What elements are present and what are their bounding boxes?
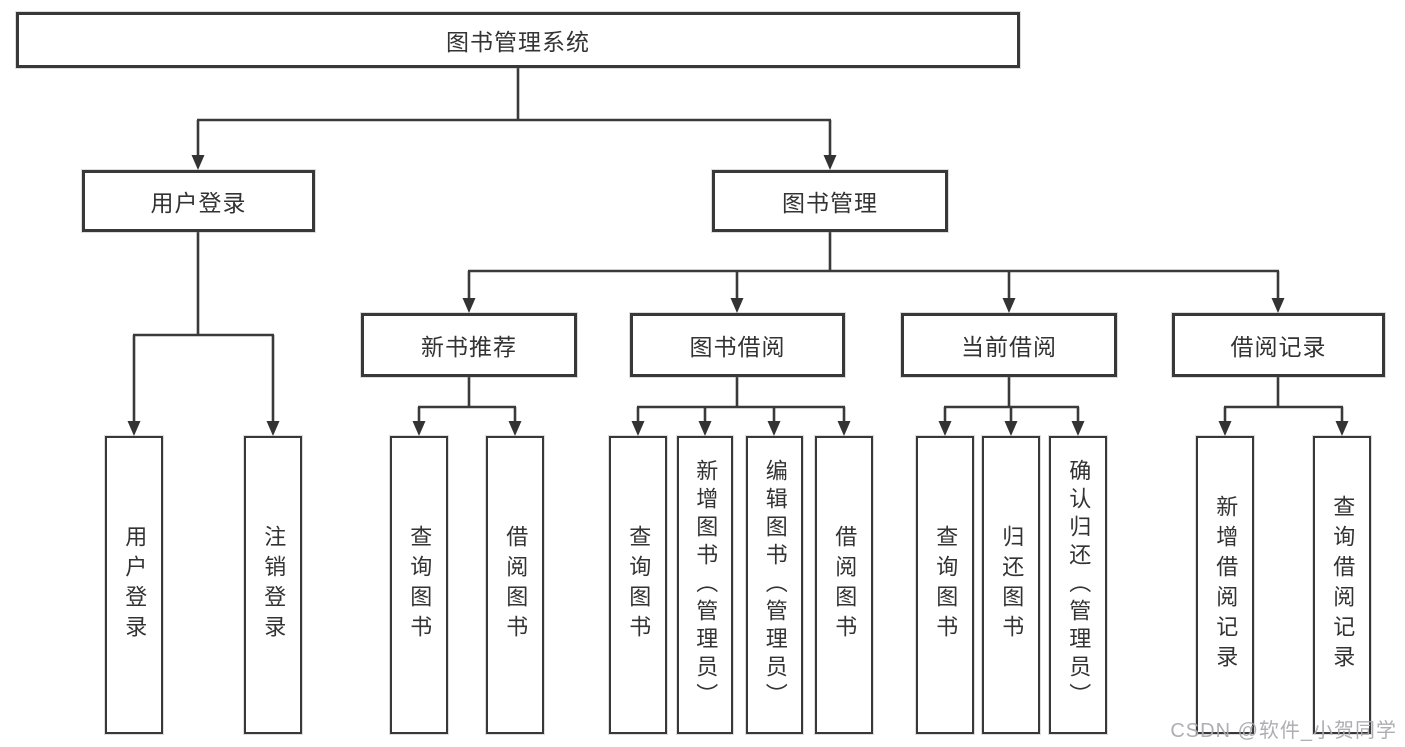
connector-root-to-level2 xyxy=(191,68,837,170)
node-label: 借阅记录 xyxy=(1230,334,1327,360)
node-label: 确认归还（管理员） xyxy=(1066,459,1092,711)
node-leaf-records-add-record: 新增借阅记录 xyxy=(1196,436,1254,734)
node-label: 查询图书 xyxy=(626,525,652,645)
arrowhead xyxy=(1071,421,1085,436)
node-label: 图书管理系统 xyxy=(446,29,590,55)
node-leaf-user-login: 用户登录 xyxy=(105,436,163,734)
node-leaf-recommend-borrow-books: 借阅图书 xyxy=(486,436,544,734)
arrowhead xyxy=(631,421,645,436)
csdn-watermark: CSDN @软件_小贺同学 xyxy=(1170,720,1397,742)
arrowhead xyxy=(127,421,141,436)
node-leaf-borrow-borrow-books: 借阅图书 xyxy=(815,436,873,734)
node-label: 新书推荐 xyxy=(421,334,517,360)
node-current-borrow: 当前借阅 xyxy=(901,313,1117,377)
node-leaf-borrow-query-books: 查询图书 xyxy=(609,436,667,734)
arrowhead xyxy=(412,421,426,436)
connector-new-book-recommend-children xyxy=(412,377,522,436)
arrowhead xyxy=(730,298,744,313)
connector-book-management-children xyxy=(462,232,1285,313)
node-leaf-recommend-query-books: 查询图书 xyxy=(390,436,448,734)
node-leaf-current-confirm-return-admin: 确认归还（管理员） xyxy=(1049,436,1107,734)
arrowhead xyxy=(1271,298,1285,313)
connector-borrow-records-children xyxy=(1218,377,1349,436)
node-label: 借阅图书 xyxy=(503,525,529,645)
node-leaf-current-query-books: 查询图书 xyxy=(916,436,974,734)
node-label: 图书管理 xyxy=(782,190,878,216)
arrowhead xyxy=(938,421,952,436)
arrowhead xyxy=(698,421,712,436)
node-label: 新增图书（管理员） xyxy=(693,459,719,711)
arrowhead xyxy=(1004,421,1018,436)
arrowhead xyxy=(508,421,522,436)
node-label: 借阅图书 xyxy=(832,525,858,645)
arrowhead xyxy=(1335,421,1349,436)
node-leaf-current-return-books: 归还图书 xyxy=(982,436,1040,734)
arrowhead xyxy=(462,298,476,313)
node-new-book-recommend: 新书推荐 xyxy=(361,313,577,377)
node-book-borrow: 图书借阅 xyxy=(630,313,845,377)
node-leaf-logout: 注销登录 xyxy=(244,436,302,734)
node-label: 查询图书 xyxy=(407,525,433,645)
node-label: 编辑图书（管理员） xyxy=(762,459,788,711)
connector-current-borrow-children xyxy=(938,377,1085,436)
node-library-management-system: 图书管理系统 xyxy=(16,12,1020,68)
node-borrow-records: 借阅记录 xyxy=(1172,313,1385,377)
arrowhead xyxy=(1002,298,1016,313)
node-user-login: 用户登录 xyxy=(82,170,315,232)
node-label: 用户登录 xyxy=(122,525,148,645)
node-label: 新增借阅记录 xyxy=(1213,495,1239,675)
connector-user-login-children xyxy=(127,232,280,436)
node-label: 图书借阅 xyxy=(689,334,786,360)
arrowhead xyxy=(837,421,851,436)
arrowhead xyxy=(266,421,280,436)
node-label: 当前借阅 xyxy=(961,334,1057,360)
arrowhead xyxy=(823,155,837,170)
node-label: 用户登录 xyxy=(150,190,247,216)
node-book-management: 图书管理 xyxy=(712,170,948,232)
node-label: 查询借阅记录 xyxy=(1330,495,1356,675)
node-label: 注销登录 xyxy=(261,525,287,645)
arrowhead xyxy=(767,421,781,436)
arrowhead xyxy=(1218,421,1232,436)
node-label: 查询图书 xyxy=(933,525,959,645)
node-leaf-borrow-add-books-admin: 新增图书（管理员） xyxy=(677,436,733,734)
node-leaf-records-query-record: 查询借阅记录 xyxy=(1313,436,1371,734)
arrowhead xyxy=(191,155,205,170)
connector-book-borrow-children xyxy=(631,377,851,436)
node-label: 归还图书 xyxy=(999,525,1025,645)
node-leaf-borrow-edit-books-admin: 编辑图书（管理员） xyxy=(746,436,803,734)
